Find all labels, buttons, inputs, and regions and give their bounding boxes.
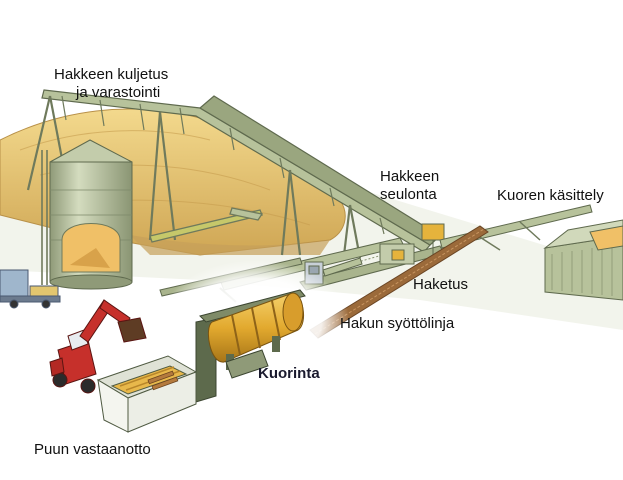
truck — [0, 269, 61, 309]
label-hakkeen-kuljetus-line2: ja varastointi — [76, 84, 161, 101]
log-reception-pit — [96, 355, 198, 433]
chip-pile-front — [130, 235, 330, 255]
reclaim-conveyor — [149, 207, 264, 243]
storage-silo — [41, 139, 133, 290]
label-kuoren-kasittely: Kuoren käsittely — [497, 187, 604, 204]
label-hakkeen-seulonta: Hakkeen seulonta — [380, 168, 439, 204]
label-hakkeen-kuljetus: Hakkeen kuljetus ja varastointi — [54, 66, 168, 102]
label-hakkeen-seulonta-line2: seulonta — [380, 186, 437, 203]
bark-building — [543, 219, 623, 301]
label-haketus: Haketus — [413, 276, 469, 293]
label-hakkeen-kuljetus-line1: Hakkeen kuljetus — [54, 66, 169, 83]
label-kuorinta: Kuorinta — [258, 365, 320, 382]
label-puun-vastaanotto: Puun vastaanotto — [34, 441, 151, 458]
label-hakkeen-seulonta-line1: Hakkeen — [380, 168, 440, 185]
label-hakun-syottolinja: Hakun syöttölinja — [340, 315, 455, 332]
logs — [147, 370, 179, 391]
screening-unit — [379, 223, 445, 265]
bark-screw-line — [314, 228, 485, 335]
log-loader — [49, 299, 147, 394]
debarking-drum — [195, 289, 306, 403]
